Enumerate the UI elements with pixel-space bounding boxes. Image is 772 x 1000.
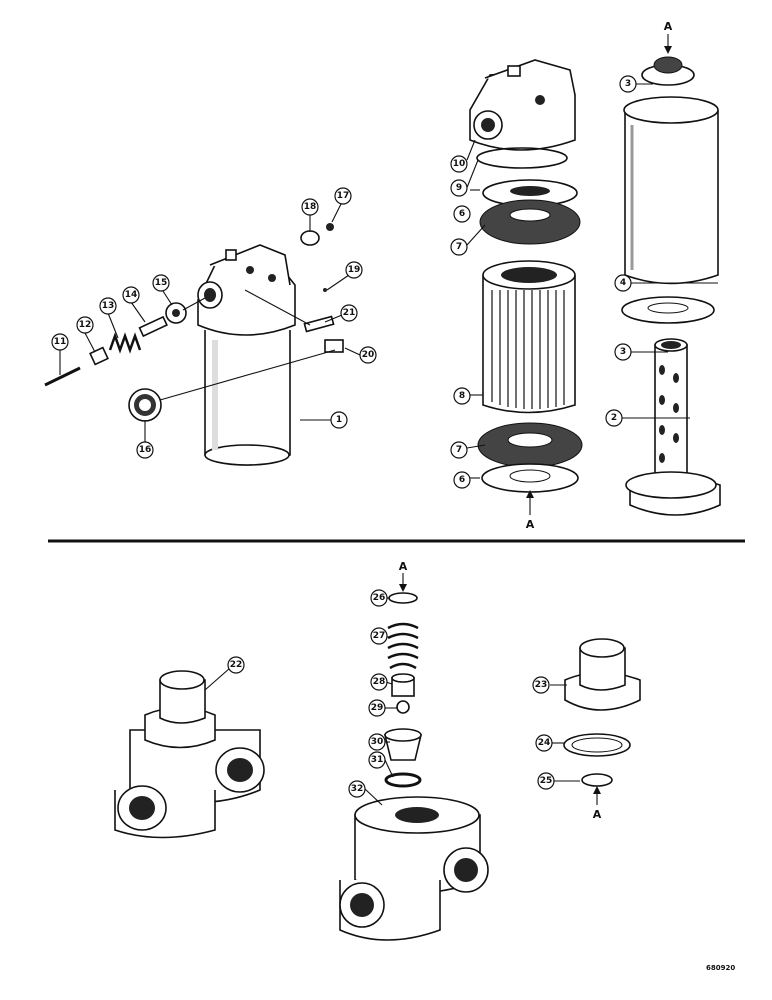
svg-text:2: 2 bbox=[611, 413, 617, 423]
svg-text:11: 11 bbox=[54, 337, 67, 347]
callout-32: 32 bbox=[348, 780, 366, 798]
callout-19: 19 bbox=[345, 261, 363, 279]
reference-number: 680920 bbox=[706, 964, 735, 972]
callout-30: 30 bbox=[368, 733, 386, 751]
svg-text:7: 7 bbox=[456, 445, 462, 455]
reference-arrows: A A A A bbox=[399, 20, 673, 821]
tee-fitting-assembly bbox=[114, 670, 265, 839]
callout-31: 31 bbox=[368, 751, 386, 769]
svg-text:13: 13 bbox=[102, 301, 115, 311]
callout-2: 2 bbox=[605, 409, 623, 427]
callout-18: 18 bbox=[301, 198, 319, 216]
callouts: 1 2 3 4 3 6 6 7 7 8 9 10 11 12 13 14 15 … bbox=[51, 75, 718, 806]
callout-16: 16 bbox=[136, 441, 154, 459]
svg-text:8: 8 bbox=[459, 391, 465, 401]
svg-text:9: 9 bbox=[456, 183, 462, 193]
callout-10: 10 bbox=[450, 155, 468, 173]
svg-text:1: 1 bbox=[336, 415, 342, 425]
callout-6a: 6 bbox=[453, 205, 471, 223]
svg-text:15: 15 bbox=[155, 278, 168, 288]
callout-11: 11 bbox=[51, 333, 69, 351]
callout-15: 15 bbox=[152, 274, 170, 292]
svg-text:20: 20 bbox=[362, 350, 375, 360]
svg-text:30: 30 bbox=[371, 737, 384, 747]
svg-text:6: 6 bbox=[459, 475, 465, 485]
svg-text:12: 12 bbox=[79, 320, 92, 330]
svg-text:26: 26 bbox=[373, 593, 386, 603]
callout-21: 21 bbox=[340, 304, 358, 322]
callout-7a: 7 bbox=[450, 238, 468, 256]
callout-14: 14 bbox=[122, 286, 140, 304]
callout-22: 22 bbox=[227, 656, 245, 674]
filter-shell-parts bbox=[621, 56, 721, 516]
callout-20: 20 bbox=[359, 346, 377, 364]
arrow-label-a-plug: A bbox=[593, 808, 602, 821]
callout-6b: 6 bbox=[453, 471, 471, 489]
svg-text:24: 24 bbox=[538, 738, 551, 748]
svg-text:25: 25 bbox=[540, 776, 553, 786]
svg-text:22: 22 bbox=[230, 660, 243, 670]
svg-text:17: 17 bbox=[337, 191, 350, 201]
callout-3b: 3 bbox=[614, 343, 632, 361]
svg-text:7: 7 bbox=[456, 242, 462, 252]
svg-text:19: 19 bbox=[348, 265, 361, 275]
check-valve-parts bbox=[339, 592, 489, 941]
callout-29: 29 bbox=[368, 699, 386, 717]
svg-text:21: 21 bbox=[343, 308, 356, 318]
svg-text:6: 6 bbox=[459, 209, 465, 219]
callout-27: 27 bbox=[370, 627, 388, 645]
svg-text:3: 3 bbox=[620, 347, 626, 357]
arrow-label-a-top-right: A bbox=[664, 20, 673, 33]
svg-text:18: 18 bbox=[304, 202, 317, 212]
svg-text:32: 32 bbox=[351, 784, 364, 794]
callout-24: 24 bbox=[535, 734, 553, 752]
callout-9: 9 bbox=[450, 179, 468, 197]
callout-23: 23 bbox=[532, 676, 550, 694]
callout-26: 26 bbox=[370, 589, 388, 607]
bypass-valve-parts bbox=[44, 223, 344, 422]
svg-text:31: 31 bbox=[371, 755, 384, 765]
callout-4: 4 bbox=[614, 274, 632, 292]
svg-text:27: 27 bbox=[373, 631, 386, 641]
exploded-filter-head bbox=[469, 59, 583, 493]
callout-17: 17 bbox=[334, 187, 352, 205]
svg-text:14: 14 bbox=[125, 290, 138, 300]
callout-7b: 7 bbox=[450, 441, 468, 459]
callout-1: 1 bbox=[330, 411, 348, 429]
arrow-label-a-element: A bbox=[526, 518, 535, 531]
arrow-label-a-valve: A bbox=[399, 560, 408, 573]
callout-25: 25 bbox=[537, 772, 555, 790]
filter-assembly bbox=[197, 244, 296, 466]
svg-text:29: 29 bbox=[371, 703, 384, 713]
plug-parts bbox=[563, 638, 641, 787]
callout-28: 28 bbox=[370, 673, 388, 691]
svg-text:3: 3 bbox=[625, 79, 631, 89]
svg-text:10: 10 bbox=[453, 159, 466, 169]
svg-text:23: 23 bbox=[535, 680, 548, 690]
callout-12: 12 bbox=[76, 316, 94, 334]
callout-3a: 3 bbox=[619, 75, 637, 93]
callout-13: 13 bbox=[99, 297, 117, 315]
svg-text:28: 28 bbox=[373, 677, 386, 687]
svg-text:16: 16 bbox=[139, 445, 152, 455]
callout-8: 8 bbox=[453, 387, 471, 405]
svg-text:4: 4 bbox=[620, 278, 626, 288]
